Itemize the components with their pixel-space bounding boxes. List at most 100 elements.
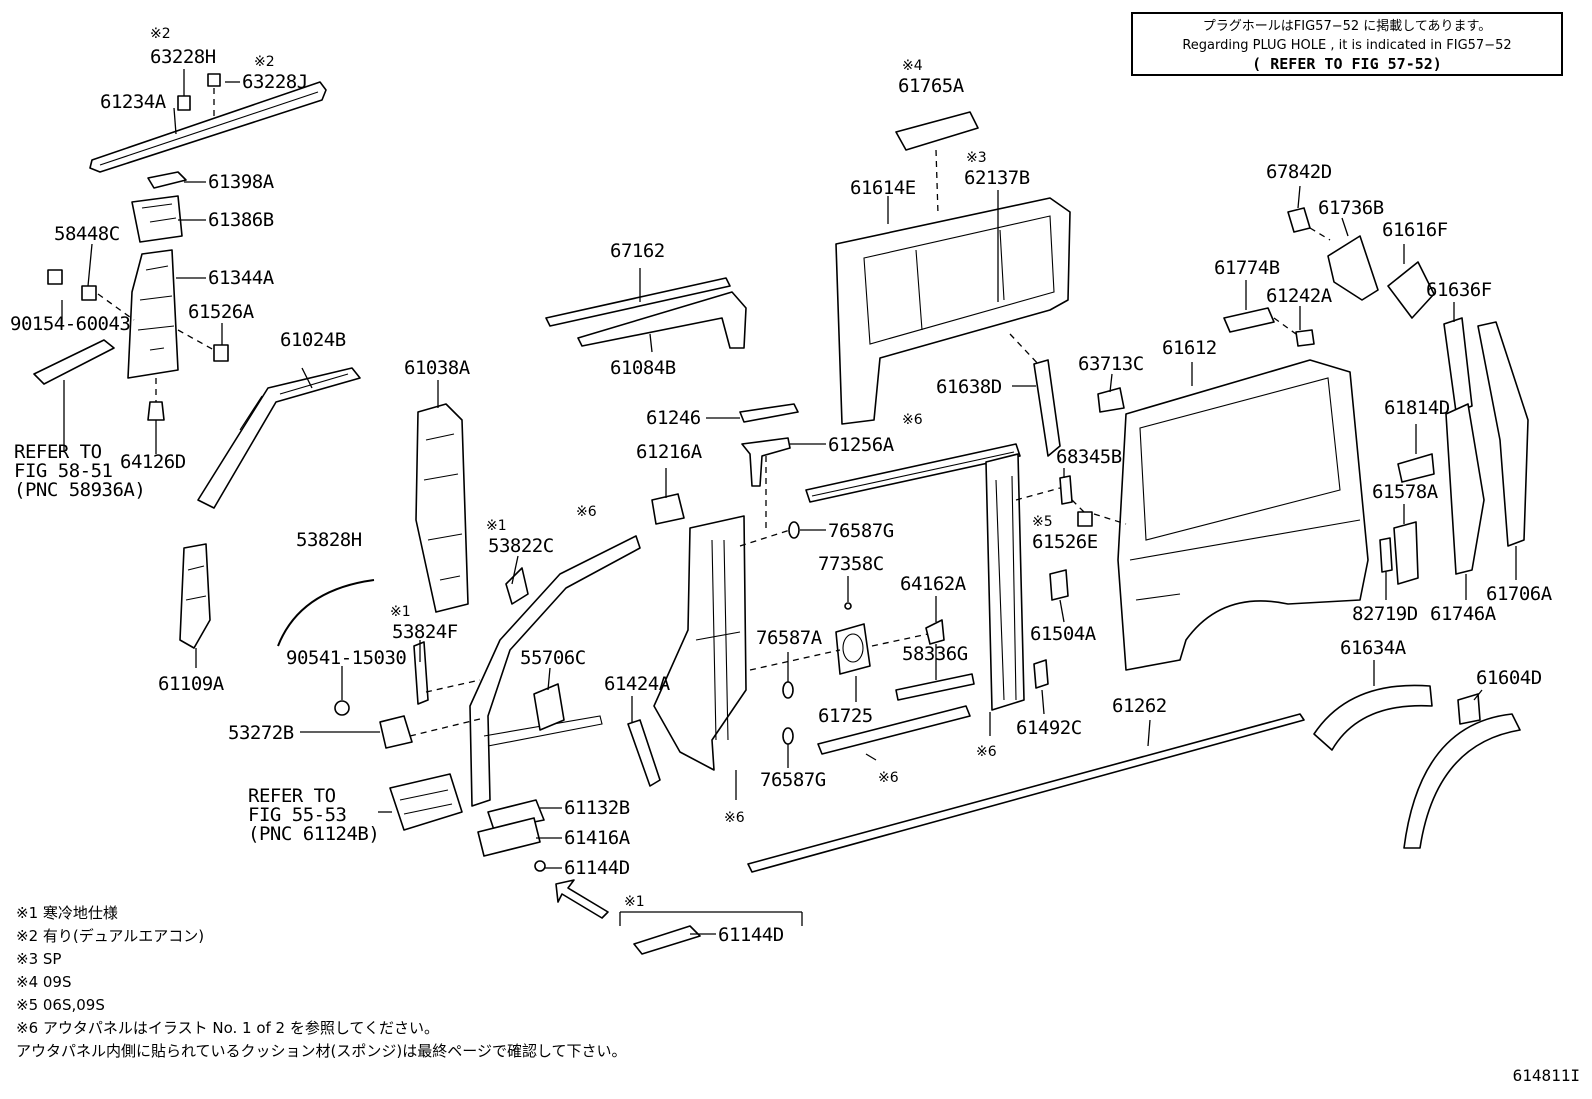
part-61344A bbox=[127, 249, 179, 379]
label-53824F: 53824F bbox=[392, 621, 458, 643]
label-90154-60043: 90154-60043 bbox=[10, 313, 130, 335]
part-64126D bbox=[147, 401, 165, 421]
label-82719D: 82719D bbox=[1352, 603, 1418, 625]
part-82719D bbox=[1379, 537, 1393, 573]
label-61774B: 61774B bbox=[1214, 257, 1280, 279]
part-61706A bbox=[1477, 321, 1529, 547]
label-61736B: 61736B bbox=[1318, 197, 1384, 219]
part-76587A bbox=[782, 681, 794, 699]
part-61144D-lower bbox=[633, 925, 701, 955]
label-61526A: 61526A bbox=[188, 301, 255, 323]
label-64162A: 64162A bbox=[900, 573, 967, 595]
refer-2-line3: (PNC 61124B) bbox=[248, 823, 379, 845]
label-76587A: 76587A bbox=[756, 627, 823, 649]
part-61746A bbox=[1445, 403, 1485, 575]
refer-1-line1: REFER TO bbox=[14, 441, 102, 463]
label-53828H: 53828H bbox=[296, 529, 362, 551]
part-76587G-lower bbox=[782, 727, 794, 745]
label-61578A: 61578A bbox=[1372, 481, 1439, 503]
refer-1-line2: FIG 58-51 bbox=[14, 460, 113, 482]
label-63713C: 63713C bbox=[1078, 353, 1144, 375]
mark-4: ※4 bbox=[902, 58, 923, 74]
part-61256A bbox=[741, 437, 791, 487]
label-63228J: 63228J bbox=[242, 71, 308, 93]
part-64162A bbox=[925, 619, 945, 645]
notice-refer: ( REFER TO FIG 57-52) bbox=[1252, 55, 1442, 73]
part-step-rail bbox=[817, 705, 971, 755]
part-76587G-upper bbox=[788, 521, 800, 539]
part-67162 bbox=[545, 277, 731, 327]
part-63228J bbox=[207, 73, 221, 87]
part-61398A bbox=[147, 171, 187, 189]
footnote-2: ※2 有り(デュアルエアコン) bbox=[16, 927, 205, 945]
part-plate-58936A bbox=[33, 339, 115, 385]
label-61262: 61262 bbox=[1112, 695, 1167, 717]
footnote-cushion: アウタパネル内側に貼られているクッション材(スポンジ)は最終ページで確認して下さ… bbox=[16, 1042, 627, 1060]
label-76587G-lower: 76587G bbox=[760, 769, 826, 791]
label-55706C: 55706C bbox=[520, 647, 586, 669]
part-58448C bbox=[81, 285, 97, 301]
label-63228H: 63228H bbox=[150, 46, 216, 68]
part-61242A bbox=[1295, 329, 1315, 347]
mark-6d: ※6 bbox=[878, 770, 899, 786]
part-53272B bbox=[379, 715, 413, 749]
part-61386B bbox=[131, 195, 183, 243]
label-61604D: 61604D bbox=[1476, 667, 1542, 689]
part-68345B bbox=[1059, 475, 1073, 505]
label-61242A: 61242A bbox=[1266, 285, 1333, 307]
mark-1b: ※1 bbox=[486, 518, 507, 534]
refer-1-line3: (PNC 58936A) bbox=[14, 479, 145, 501]
mark-6a: ※6 bbox=[576, 504, 597, 520]
label-61144D-lower: 61144D bbox=[718, 924, 784, 946]
footnote-3: ※3 SP bbox=[16, 950, 62, 968]
part-61578A bbox=[1393, 521, 1419, 585]
part-61634A bbox=[1313, 684, 1433, 751]
label-67842D: 67842D bbox=[1266, 161, 1332, 183]
mark-3: ※3 bbox=[966, 150, 987, 166]
footnotes: ※1 寒冷地仕様 ※2 有り(デュアルエアコン) ※3 SP ※4 09S ※5… bbox=[16, 902, 627, 1063]
part-61024B bbox=[197, 367, 361, 509]
part-61216A bbox=[651, 493, 685, 525]
view-arrow bbox=[555, 879, 609, 919]
label-58448C: 58448C bbox=[54, 223, 120, 245]
mark-6b: ※6 bbox=[902, 412, 923, 428]
part-61774B bbox=[1223, 307, 1275, 333]
plug-hole-notice: プラグホールはFIG57−52 に掲載してあります。 Regarding PLU… bbox=[1131, 12, 1563, 76]
part-53828H bbox=[277, 579, 375, 647]
part-58336G bbox=[895, 673, 975, 701]
label-61746A: 61746A bbox=[1430, 603, 1497, 625]
label-61416A: 61416A bbox=[564, 827, 631, 849]
label-61504A: 61504A bbox=[1030, 623, 1097, 645]
label-67162: 67162 bbox=[610, 240, 665, 262]
leader-lines bbox=[61, 69, 1517, 935]
label-61256A: 61256A bbox=[828, 434, 895, 456]
label-61344A: 61344A bbox=[208, 267, 275, 289]
mark-6e: ※6 bbox=[976, 744, 997, 760]
part-61234A bbox=[89, 81, 327, 173]
part-55706C bbox=[533, 683, 565, 731]
label-61216A: 61216A bbox=[636, 441, 703, 463]
refer-2-line1: REFER TO bbox=[248, 785, 336, 807]
part-77358C bbox=[844, 602, 852, 610]
label-61765A: 61765A bbox=[898, 75, 965, 97]
part-90541-15030 bbox=[334, 700, 350, 716]
label-61706A: 61706A bbox=[1486, 583, 1553, 605]
part-61416A bbox=[477, 817, 541, 857]
mark-1c: ※1 bbox=[624, 894, 645, 910]
label-61398A: 61398A bbox=[208, 171, 275, 193]
label-61492C: 61492C bbox=[1016, 717, 1082, 739]
part-53824F bbox=[413, 641, 429, 705]
part-61084B bbox=[577, 291, 747, 349]
label-76587G-upper: 76587G bbox=[828, 520, 894, 542]
figure-id: 614811I bbox=[1512, 1066, 1580, 1085]
part-center-pillar bbox=[653, 515, 747, 771]
part-61144D-bolt bbox=[534, 860, 546, 872]
label-61634A: 61634A bbox=[1340, 637, 1407, 659]
footnote-1: ※1 寒冷地仕様 bbox=[16, 904, 118, 922]
label-61084B: 61084B bbox=[610, 357, 676, 379]
part-61636F bbox=[1443, 317, 1473, 413]
part-slide-pillar bbox=[985, 453, 1025, 711]
notice-line-en: Regarding PLUG HOLE , it is indicated in… bbox=[1182, 38, 1512, 53]
label-58336G: 58336G bbox=[902, 643, 968, 665]
part-53822C bbox=[505, 567, 529, 605]
